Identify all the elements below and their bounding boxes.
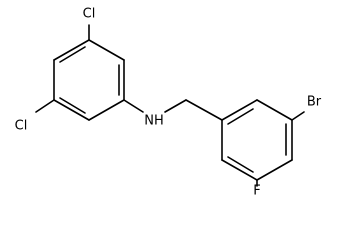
bond-br	[291, 111, 305, 121]
atom-label-cl-left: Cl	[15, 119, 28, 134]
ring1-bond-a	[88, 39, 125, 61]
atom-label-f: F	[253, 184, 260, 197]
atom-label-nh: NH	[144, 114, 164, 129]
ring1-bond-c	[88, 99, 125, 121]
ring2-bond-b	[256, 99, 293, 121]
ring1-double-bond-3	[59, 46, 86, 63]
ring2-bond-e	[221, 159, 258, 181]
bromofluorophenyl-ring	[221, 99, 293, 181]
ring2-double-bond-3	[227, 156, 254, 173]
chemical-structure-diagram: Cl Cl NH Br F	[15, 7, 322, 197]
ring1-double-bond-2	[59, 97, 86, 114]
ring2-double-bond-1	[227, 108, 254, 125]
bond-ch2-ring2	[185, 99, 223, 121]
bond-cl-left	[35, 99, 55, 113]
ring1-bond-f	[53, 39, 90, 61]
bond-ring1-nh	[123, 99, 144, 113]
dichlorophenyl-ring	[53, 39, 125, 121]
atom-label-br: Br	[307, 95, 322, 110]
ring1-bond-d	[53, 99, 90, 121]
bond-nh-ch2	[164, 99, 187, 113]
atom-label-cl-top: Cl	[83, 7, 96, 22]
ring2-bond-a	[221, 99, 258, 121]
ring2-bond-d	[256, 159, 293, 181]
